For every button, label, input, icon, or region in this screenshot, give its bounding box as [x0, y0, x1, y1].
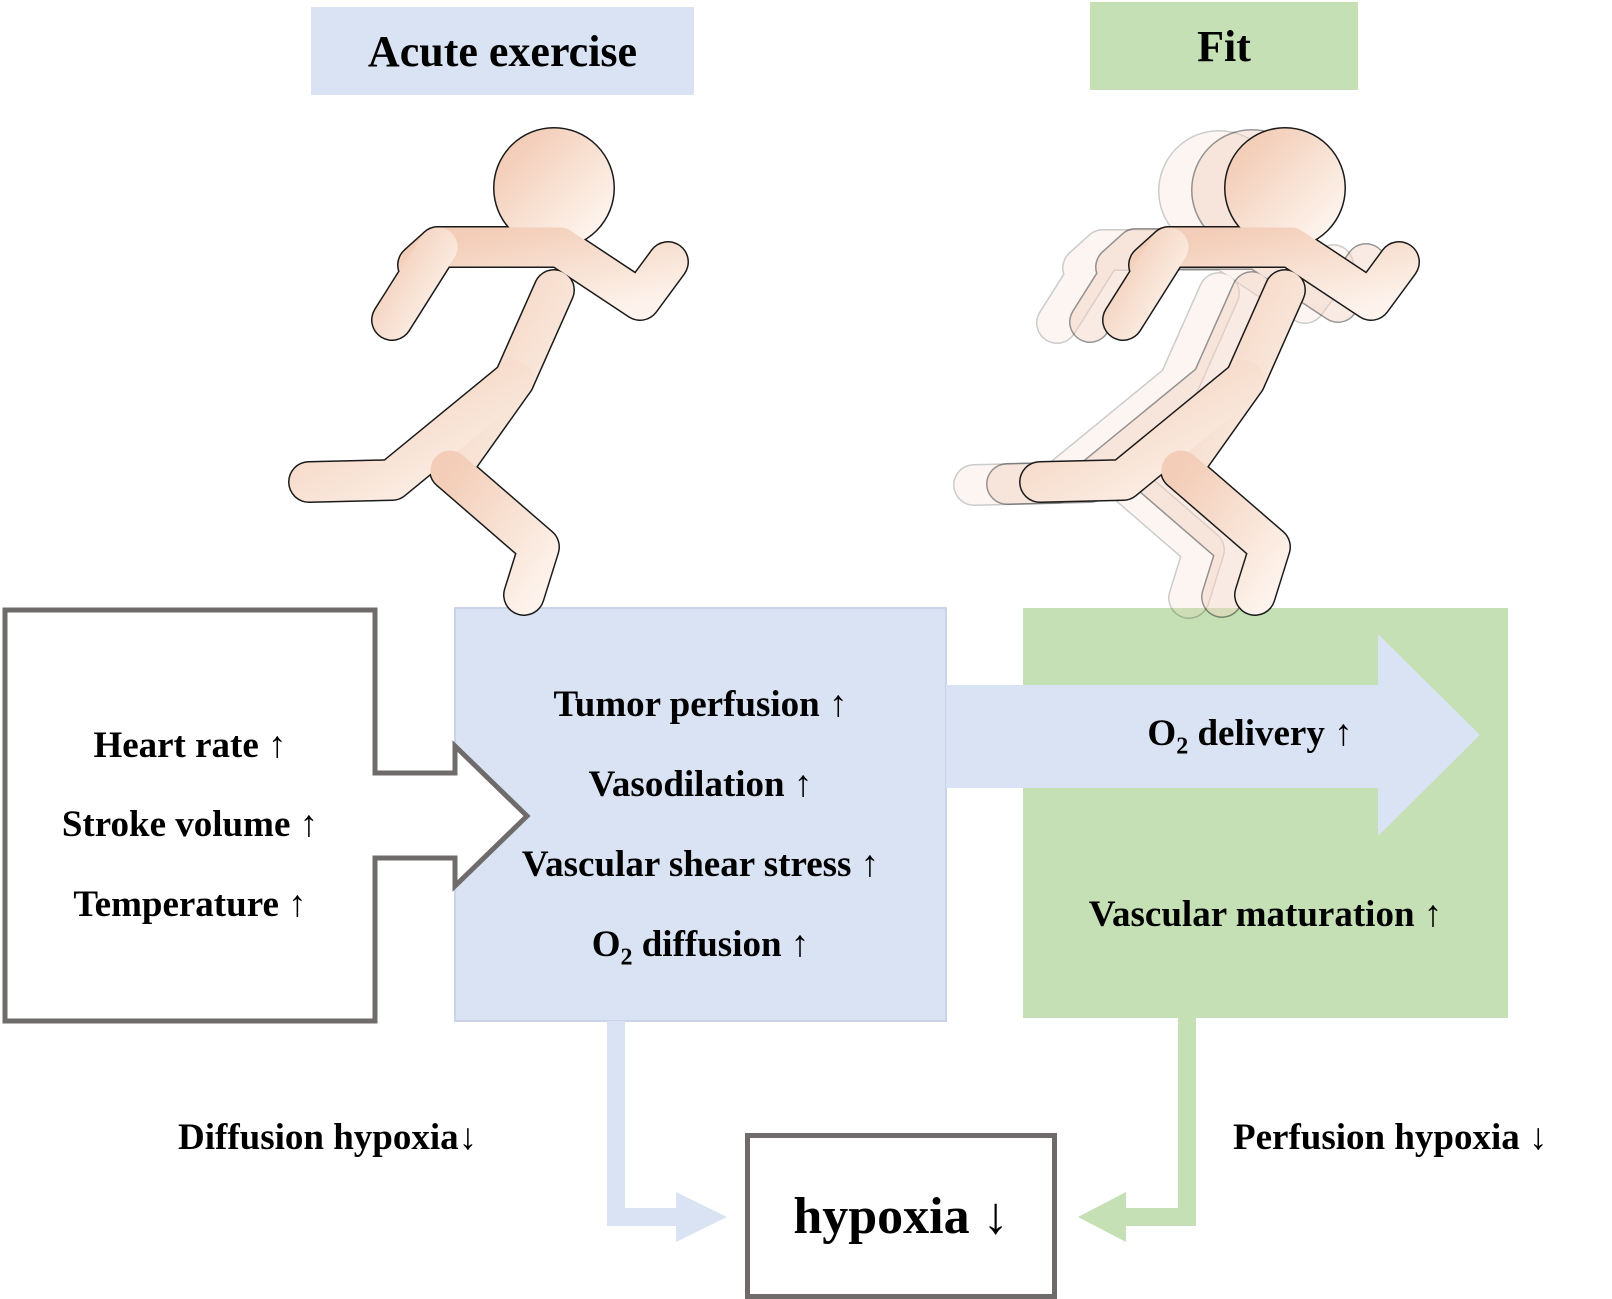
- hypoxia-box: hypoxia ↓: [745, 1133, 1057, 1299]
- heart-rate-label: Heart rate ↑: [93, 725, 287, 766]
- perfusion-hypoxia-arrowhead: [1078, 1192, 1126, 1242]
- physiology-box: [2, 607, 531, 1024]
- o2-diffusion-suffix: diffusion ↑: [632, 924, 810, 965]
- diffusion-hypoxia-label: Diffusion hypoxia↓: [178, 1117, 478, 1158]
- stroke-volume-label: Stroke volume ↑: [61, 804, 319, 845]
- o2-delivery-label: O2 delivery ↑: [1110, 712, 1390, 768]
- o2-diffusion-subscript: 2: [620, 944, 633, 971]
- fit-effects-box: [1023, 608, 1508, 1018]
- tumor-perfusion-label: Tumor perfusion ↑: [553, 684, 848, 725]
- fit-title: Fit: [1197, 21, 1251, 71]
- acute-exercise-title: Acute exercise: [367, 26, 638, 76]
- o2-diffusion-label: O2 diffusion ↑: [455, 923, 946, 979]
- o2-delivery-subscript: 2: [1176, 733, 1189, 760]
- acute-effects-box: [454, 607, 947, 1022]
- diffusion-hypoxia-arrow-line: [607, 1021, 680, 1226]
- o2-delivery-arrow: [946, 634, 1480, 836]
- fit-header: Fit: [1090, 2, 1358, 90]
- vascular-shear-stress-label: Vascular shear stress ↑: [521, 844, 880, 885]
- motion-runner-icon: [974, 148, 1399, 598]
- o2-diffusion-prefix: O: [591, 924, 621, 965]
- temperature-label: Temperature ↑: [73, 884, 307, 925]
- diffusion-hypoxia-arrowhead: [676, 1192, 727, 1242]
- hypoxia-result-label: hypoxia ↓: [793, 1187, 1009, 1245]
- perfusion-hypoxia-arrow-line: [1122, 1018, 1196, 1226]
- vasodilation-label: Vasodilation ↑: [588, 764, 813, 805]
- perfusion-hypoxia-label: Perfusion hypoxia ↓: [1233, 1117, 1548, 1158]
- vascular-maturation-label: Vascular maturation ↑: [1088, 894, 1443, 935]
- o2-delivery-prefix: O: [1147, 713, 1177, 754]
- o2-delivery-suffix: delivery ↑: [1188, 713, 1353, 754]
- acute-exercise-header: Acute exercise: [311, 7, 694, 95]
- runner-icon: [309, 148, 668, 595]
